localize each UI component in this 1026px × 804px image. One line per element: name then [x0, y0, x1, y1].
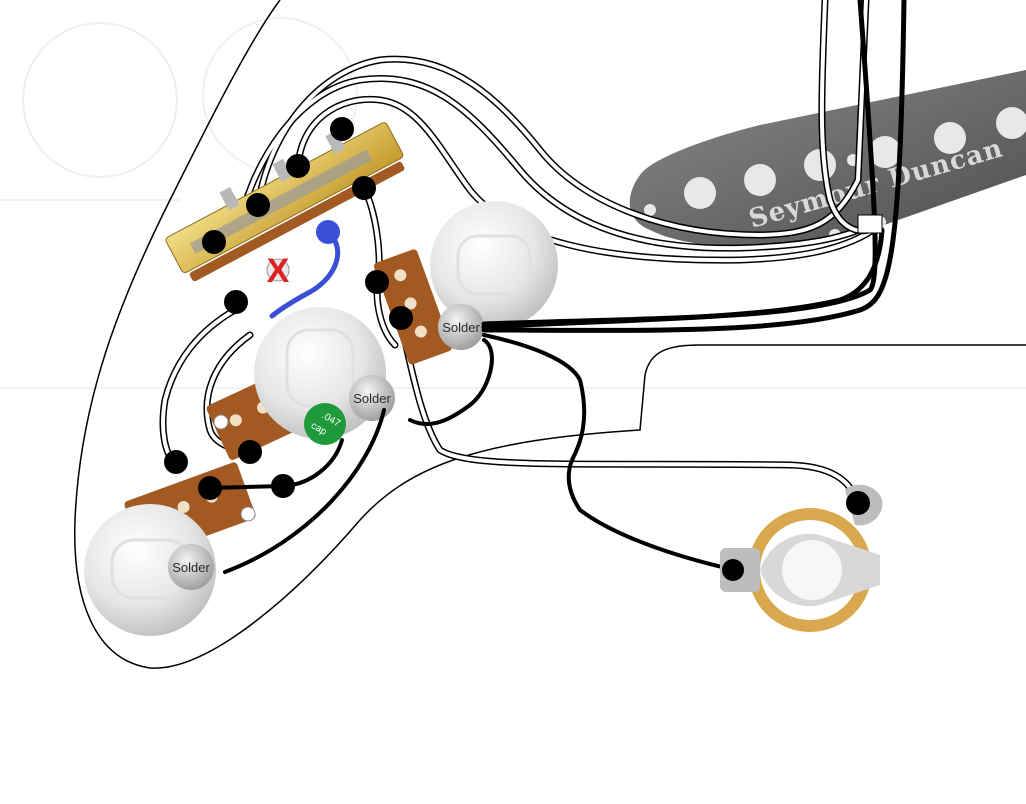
tone-pot-1-solder-label: Solder — [353, 391, 391, 406]
volume-pot: Solder — [365, 201, 558, 365]
switch-lug-solder-points — [202, 117, 376, 314]
capacitor: .047 cap — [304, 403, 346, 445]
volume-pot-solder-label: Solder — [442, 320, 480, 335]
tone-pot-1: Solder — [206, 307, 395, 460]
blue-jumper-end — [316, 220, 340, 244]
blue-jumper-wire — [269, 230, 341, 319]
white-wires — [163, 0, 879, 504]
black-wires — [208, 0, 907, 574]
pickup-lead-terminal — [857, 214, 883, 234]
output-jack — [720, 484, 883, 632]
removed-x-mark: X — [266, 252, 290, 290]
pickguard-outline — [73, 0, 1026, 669]
selector-switch — [165, 122, 405, 282]
x-mark-text: X — [267, 252, 290, 290]
tone-pot-2-solder-label: Solder — [172, 560, 210, 575]
